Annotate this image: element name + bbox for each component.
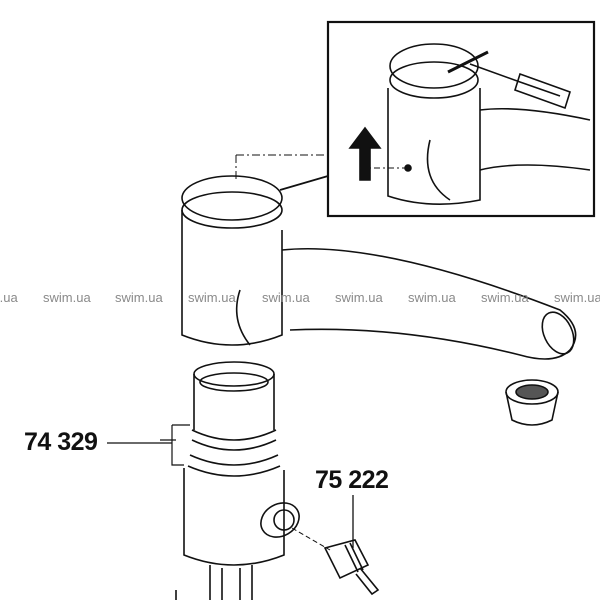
faucet-body	[181, 175, 577, 360]
detail-inset	[326, 20, 596, 218]
watermark: swim.ua	[481, 290, 529, 305]
up-arrow-icon	[348, 126, 382, 181]
valve-body	[160, 361, 300, 600]
watermark: swim.ua	[188, 290, 236, 305]
part-number-74329: 74 329	[24, 428, 98, 456]
watermark: swim.ua	[43, 290, 91, 305]
cartridge	[291, 495, 380, 596]
double-arrow-icon	[447, 50, 489, 74]
watermark: swim.ua	[335, 290, 383, 305]
watermark: swim.ua	[262, 290, 310, 305]
watermark: swim.ua	[0, 290, 18, 305]
aerator	[505, 379, 559, 426]
part-number-75222: 75 222	[315, 466, 389, 494]
leader-dashed	[235, 154, 328, 180]
watermark: swim.ua	[408, 290, 456, 305]
watermark: swim.ua	[554, 290, 600, 305]
watermark: swim.ua	[115, 290, 163, 305]
screwdriver-icon	[469, 63, 571, 110]
